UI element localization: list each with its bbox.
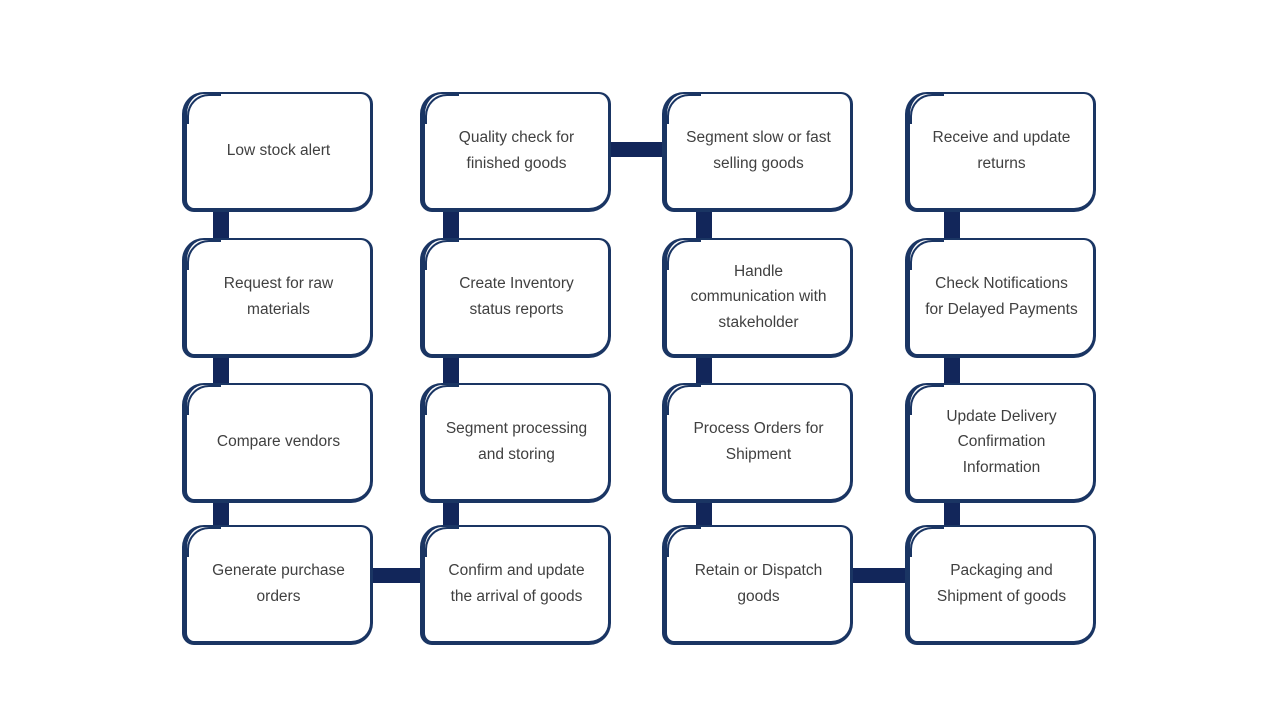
flowchart-node-process-orders-shipment: Process Orders for Shipment <box>662 383 853 503</box>
node-label: Retain or Dispatch goods <box>694 562 823 605</box>
flowchart-node-inventory-status-reports: Create Inventory status reports <box>420 238 611 358</box>
node-label: Receive and update returns <box>932 129 1071 172</box>
flowchart-node-confirm-arrival-goods: Confirm and update the arrival of goods <box>420 525 611 645</box>
connector-vertical <box>443 497 459 531</box>
connector-vertical <box>696 206 712 244</box>
flowchart-node-segment-processing-storing: Segment processing and storing <box>420 383 611 503</box>
node-label: Check Notifications for Delayed Payments <box>925 275 1078 318</box>
flowchart-node-update-delivery-confirmation: Update Delivery Confirmation Information <box>905 383 1096 503</box>
flowchart-node-low-stock-alert: Low stock alert <box>182 92 373 212</box>
node-label: Compare vendors <box>216 433 341 451</box>
connector-horizontal <box>606 142 668 157</box>
connector-vertical <box>213 206 229 244</box>
connector-vertical <box>443 352 459 389</box>
node-label: Confirm and update the arrival of goods <box>448 562 585 605</box>
node-label: Handle communication with stakeholder <box>690 262 827 331</box>
node-label: Segment slow or fast selling goods <box>686 129 831 172</box>
node-label: Update Delivery Confirmation Information <box>946 407 1057 476</box>
connector-vertical <box>213 497 229 531</box>
connector-horizontal <box>847 568 911 583</box>
connector-vertical <box>944 206 960 244</box>
node-label: Request for raw materials <box>223 275 334 318</box>
flowchart-node-receive-update-returns: Receive and update returns <box>905 92 1096 212</box>
node-label: Segment processing and storing <box>445 420 588 463</box>
connector-vertical <box>944 497 960 531</box>
connector-vertical <box>696 497 712 531</box>
node-label: Packaging and Shipment of goods <box>936 562 1067 605</box>
flowchart-node-check-delayed-payments: Check Notifications for Delayed Payments <box>905 238 1096 358</box>
flowchart-node-handle-communication: Handle communication with stakeholder <box>662 238 853 358</box>
connector-vertical <box>696 352 712 389</box>
flowchart-node-compare-vendors: Compare vendors <box>182 383 373 503</box>
connector-horizontal <box>367 568 426 583</box>
flowchart-node-packaging-shipment-goods: Packaging and Shipment of goods <box>905 525 1096 645</box>
node-label: Low stock alert <box>226 142 331 160</box>
connector-vertical <box>213 352 229 389</box>
flowchart-node-quality-check: Quality check for finished goods <box>420 92 611 212</box>
node-label: Generate purchase orders <box>212 562 345 605</box>
connector-vertical <box>944 352 960 389</box>
node-label: Create Inventory status reports <box>459 275 574 318</box>
flowchart-node-generate-purchase-orders: Generate purchase orders <box>182 525 373 645</box>
flowchart-node-retain-dispatch-goods: Retain or Dispatch goods <box>662 525 853 645</box>
connector-vertical <box>443 206 459 244</box>
node-label: Process Orders for Shipment <box>693 420 824 463</box>
node-label: Quality check for finished goods <box>458 129 575 172</box>
flowchart-node-segment-slow-fast-goods: Segment slow or fast selling goods <box>662 92 853 212</box>
flowchart-node-request-raw-materials: Request for raw materials <box>182 238 373 358</box>
